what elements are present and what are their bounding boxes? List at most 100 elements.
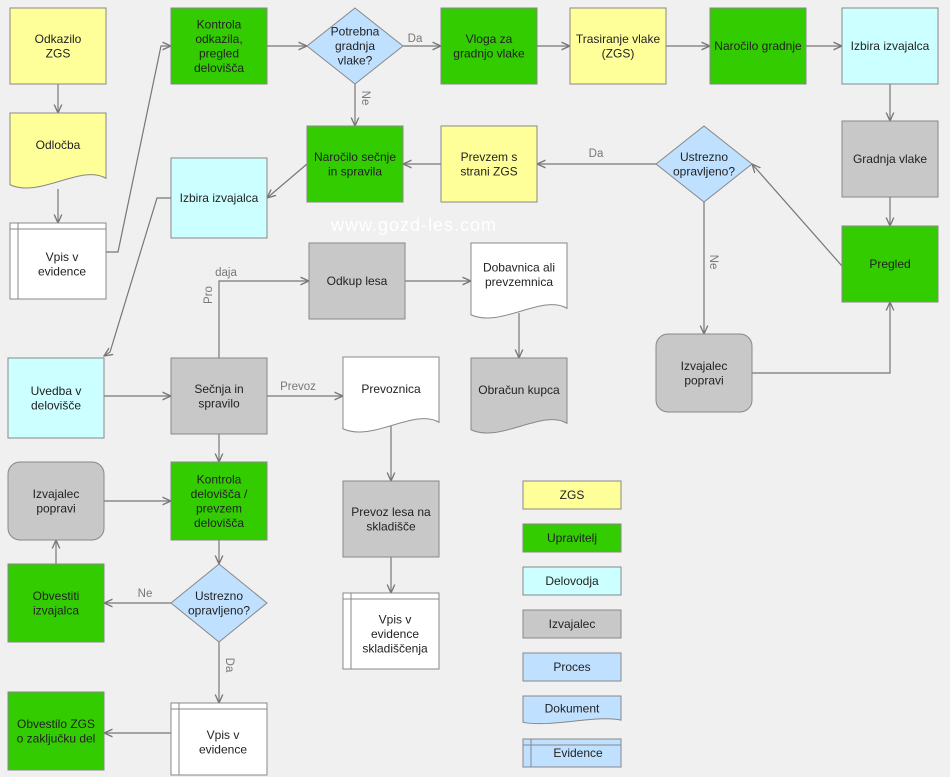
edge-label-da-top: Da: [408, 33, 423, 45]
process-shape: [170, 357, 268, 435]
decision-shape: [306, 7, 404, 85]
edge-label-ne-ustrezno: Ne: [707, 255, 719, 270]
document-shape: [470, 357, 568, 434]
watermark: www.gozd-les.com: [330, 215, 497, 235]
arrow-odkup: [218, 281, 309, 358]
rounded-shape: [7, 461, 105, 541]
process-shape: [9, 7, 107, 85]
legend: ZGSUpraviteljDelovodjaIzvajalecProcesDok…: [522, 480, 622, 768]
arrow-kontrola-odkazila: [106, 46, 171, 253]
edge-label-prevoz: Prevoz: [280, 381, 316, 393]
node-izbira-mid: Izbira izvajalca: [170, 157, 268, 239]
legend-swatch: [522, 523, 622, 553]
node-label: Naročilo gradnje: [714, 39, 802, 53]
legend-item-evidence: Evidence: [522, 738, 622, 768]
process-shape: [440, 7, 538, 85]
node-label: Obračun kupca: [478, 383, 560, 397]
node-narocilo-gradnje: Naročilo gradnje: [709, 7, 807, 85]
process-shape: [170, 7, 268, 85]
node-trasiranje: Trasiranje vlake(ZGS): [569, 7, 667, 85]
legend-label: ZGS: [560, 488, 585, 502]
document-shape: [470, 242, 568, 319]
legend-item-proces: Proces: [522, 652, 622, 682]
process-shape: [7, 563, 105, 643]
evidence-shape: [170, 702, 268, 776]
node-izbira-top: Izbira izvajalca: [841, 7, 939, 85]
legend-item-zgs: ZGS: [522, 480, 622, 510]
arrow-uvedba: [104, 197, 171, 356]
process-shape: [342, 480, 440, 558]
decision-shape: [170, 563, 268, 643]
document-shape: [9, 112, 107, 189]
evidence-shape: [342, 592, 440, 670]
legend-swatch: [522, 695, 622, 725]
arrow-pregled-back: [752, 302, 890, 374]
node-odkup: Odkup lesa: [308, 242, 406, 320]
edge-label-daja: daja: [215, 267, 237, 279]
document-shape: [342, 356, 440, 433]
node-odlocba: Odločba: [9, 112, 107, 189]
process-shape: [440, 125, 538, 203]
process-shape: [841, 225, 939, 303]
legend-swatch: [522, 652, 622, 682]
rounded-shape: [655, 333, 753, 413]
node-pregled: Pregled: [841, 225, 939, 303]
legend-label: Dokument: [545, 701, 600, 715]
legend-item-izvajalec: Izvajalec: [522, 609, 622, 639]
legend-item-delovodja: Delovodja: [522, 566, 622, 596]
process-shape: [7, 357, 105, 439]
legend-label: Izvajalec: [549, 617, 596, 631]
arrow-ustrezno-top: [752, 164, 843, 267]
process-shape: [306, 125, 404, 203]
node-gradnja: Gradnja vlake: [841, 120, 939, 198]
process-shape: [170, 461, 268, 541]
legend-swatch: [522, 566, 622, 596]
process-shape: [308, 242, 406, 320]
process-shape: [709, 7, 807, 85]
node-label: Prevoznica: [361, 382, 421, 396]
node-label: Izbira izvajalca: [180, 191, 259, 205]
process-shape: [7, 691, 105, 771]
edge-label-da-bot: Da: [223, 658, 235, 673]
decision-shape: [655, 125, 753, 203]
legend-swatch: [522, 609, 622, 639]
legend-swatch: [522, 738, 622, 768]
legend-swatch: [522, 480, 622, 510]
process-shape: [569, 7, 667, 85]
node-label: Pregled: [869, 257, 910, 271]
node-label: Trasiranje vlake(ZGS): [576, 32, 661, 61]
process-shape: [841, 7, 939, 85]
edge-label-pro: Pro: [203, 286, 215, 304]
